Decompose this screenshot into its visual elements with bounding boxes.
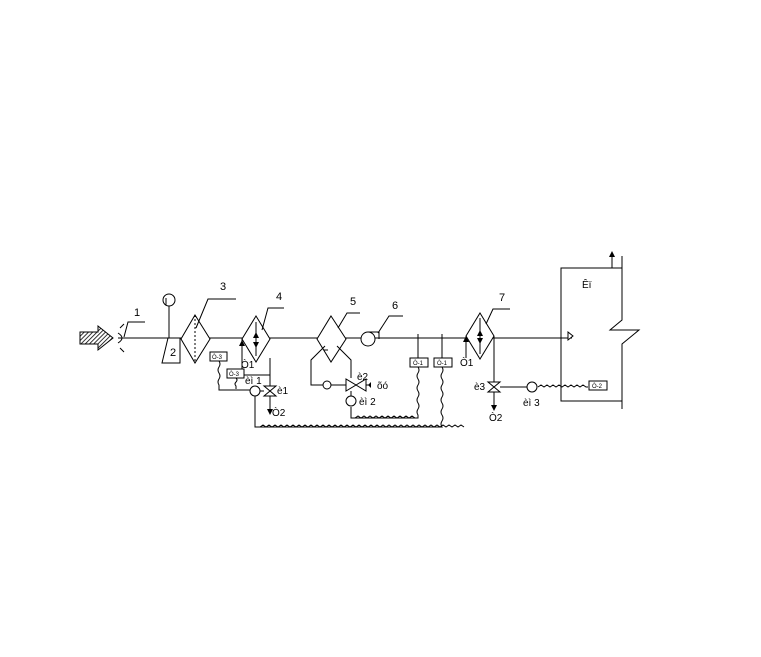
component-number: 1: [134, 307, 140, 319]
valve-label: è2: [357, 372, 369, 383]
supply-label: Ò2: [272, 406, 286, 419]
sensor-box-o2: [588, 380, 608, 391]
component-number: 5: [350, 296, 356, 308]
room-label: Êï: [582, 278, 592, 291]
sensor-label: èì 2: [359, 397, 376, 408]
pressure-gauge-icon: [162, 293, 176, 307]
air-inlet-arrow: [79, 324, 114, 352]
sensor-box-o3: [226, 368, 245, 379]
return-label: Ò1: [241, 358, 255, 371]
component-number: 7: [499, 292, 505, 304]
sensor-label: èì 3: [523, 398, 540, 409]
actuator-3-icon: [526, 381, 538, 393]
component-number: 6: [392, 300, 398, 312]
three-way-valve-icon: [345, 378, 357, 392]
sensor-box-o1: [433, 357, 453, 368]
component-number: 2: [170, 347, 176, 359]
sensor-box-o1: [409, 357, 429, 368]
cooler-5: [316, 315, 347, 363]
filter-2: [161, 337, 181, 364]
control-valve-icon: [486, 381, 502, 393]
actuator-2-icon: [345, 395, 357, 407]
sensor-box-label: Ò-2: [592, 383, 603, 390]
pump-icon: [322, 380, 332, 390]
valve-label: è1: [277, 386, 289, 397]
control-valve-icon: [262, 385, 278, 397]
room-outline: [560, 267, 641, 402]
fan-6: [360, 331, 376, 347]
sensor-box-label: Ò-1: [437, 360, 448, 367]
actuator-1-icon: [249, 385, 261, 397]
sensor-box-label: Ò-1: [413, 360, 424, 367]
outlet-label: õó: [377, 381, 389, 392]
supply-duct-end-arrow: [567, 330, 574, 342]
sensor-box-label: Ò-3: [229, 371, 240, 378]
sensor-box-label: Ò-3: [212, 354, 223, 361]
valve-label: è3: [474, 382, 486, 393]
sensor-box-o3: [209, 351, 228, 362]
component-number: 3: [220, 281, 226, 293]
return-label: Ò1: [460, 356, 474, 369]
sensor-label: èì 1: [245, 376, 262, 387]
supply-label: Ò2: [489, 411, 503, 424]
component-number: 4: [276, 291, 282, 303]
